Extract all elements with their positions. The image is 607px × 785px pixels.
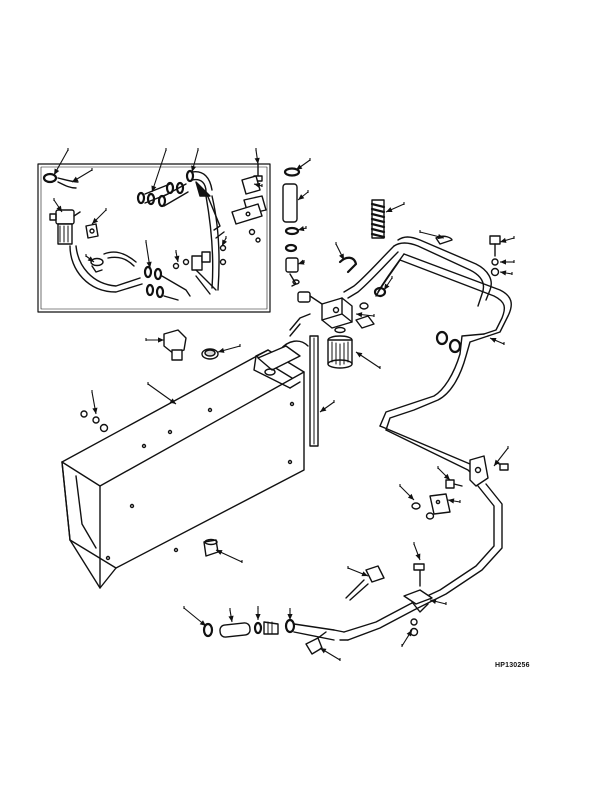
callout-arrow — [413, 542, 421, 561]
callout-arrow — [53, 198, 63, 213]
nut-lower — [409, 618, 419, 637]
callout-arrow — [319, 400, 335, 413]
hose-clamp-center — [373, 286, 462, 354]
clamp-loop — [338, 256, 358, 274]
callout-arrow — [174, 250, 180, 263]
callout-arrow — [254, 148, 260, 165]
callout-arrow — [287, 608, 293, 620]
callout-arrow — [493, 446, 509, 467]
callout-arrow — [91, 390, 98, 415]
washer-lower-right — [411, 502, 435, 520]
bracket-clamp-right — [469, 455, 489, 487]
spring-guard — [370, 199, 386, 239]
fuel-cap — [201, 348, 219, 360]
callout-arrow — [183, 606, 207, 627]
tank-bolt — [80, 410, 109, 433]
callout-arrow — [499, 236, 515, 243]
callout-arrow — [399, 484, 415, 501]
callout-arrow — [191, 148, 199, 173]
callout-arrow — [500, 259, 515, 265]
callout-arrow — [253, 182, 263, 188]
fuel-filter — [327, 335, 353, 369]
fuel-tank — [61, 345, 305, 589]
callout-arrow — [91, 208, 107, 225]
inset-filter-assembly — [49, 209, 81, 245]
filler-tube — [282, 183, 298, 223]
fitting-bottom — [253, 621, 279, 635]
callout-arrow — [437, 466, 451, 481]
callout-layer — [53, 148, 515, 661]
inset-nut-lower — [215, 228, 261, 266]
callout-arrow — [85, 254, 95, 263]
washer-right — [491, 258, 499, 266]
callout-arrow — [71, 168, 93, 183]
bracket-plate — [429, 493, 451, 515]
inset-hose-clamp-left — [42, 172, 58, 184]
callout-arrow — [355, 312, 375, 318]
callout-arrow — [297, 190, 309, 201]
callout-arrow — [255, 606, 261, 620]
figure-id-label: HP130256 — [495, 662, 530, 669]
callout-arrow — [145, 337, 164, 343]
callout-arrow — [401, 629, 413, 647]
callout-arrow — [217, 344, 241, 353]
callout-arrow — [383, 276, 393, 291]
callout-arrow — [499, 270, 513, 276]
fuel-filter-detail-inset — [37, 163, 271, 313]
nut-right — [490, 267, 500, 277]
callout-arrow — [419, 230, 445, 240]
callout-arrow — [215, 549, 243, 563]
callout-arrow — [319, 647, 341, 661]
filter-head — [297, 291, 375, 334]
callout-arrow — [228, 608, 234, 623]
callout-arrow — [355, 351, 381, 369]
callout-arrow — [385, 202, 405, 213]
inset-elbow-upper — [191, 171, 221, 231]
inset-hose-left — [57, 177, 79, 189]
callout-arrow — [151, 148, 167, 193]
clamp-lower — [403, 589, 433, 613]
inset-fitting — [85, 223, 99, 239]
callout-arrow — [295, 158, 311, 171]
callout-arrow — [53, 148, 69, 176]
tube-fitting-mid — [285, 257, 300, 287]
inset-screw-lower — [172, 251, 211, 271]
callout-arrow — [447, 498, 461, 504]
callout-arrow — [145, 240, 152, 269]
callout-arrow — [297, 259, 305, 265]
inset-washer — [90, 257, 104, 273]
hose-clamp-bottom — [202, 622, 214, 638]
inset-clamps-lower — [143, 265, 165, 299]
inset-bracket-right — [231, 175, 267, 225]
clip-bottom — [305, 631, 327, 655]
callout-arrow — [347, 566, 369, 577]
elbow-bottom — [284, 618, 335, 641]
bolt-right-top — [489, 235, 501, 257]
drain-plug — [203, 538, 219, 557]
hose-bottom — [219, 622, 251, 638]
clamp-upper-mid — [284, 226, 300, 253]
valve-fitting — [345, 565, 385, 601]
callout-arrow — [429, 598, 447, 605]
callout-arrow — [335, 242, 345, 261]
callout-arrow — [221, 236, 228, 247]
fuel-line-right — [333, 236, 512, 641]
hose-clamp-top — [283, 167, 301, 177]
sender-unit — [163, 329, 187, 361]
bolt-lower — [413, 563, 425, 587]
callout-arrow — [489, 337, 505, 345]
callout-arrow — [147, 382, 177, 405]
inset-clamp-pair-upper — [136, 169, 195, 208]
callout-arrow — [297, 226, 307, 232]
